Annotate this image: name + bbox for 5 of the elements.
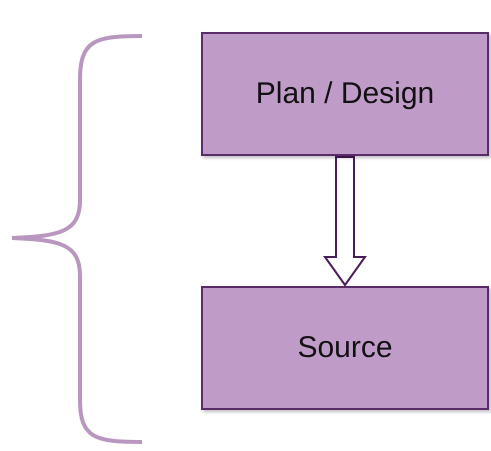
process-box [201, 286, 489, 410]
process-box [201, 32, 489, 156]
block-arrow [323, 156, 367, 287]
box-label: Source [297, 331, 393, 365]
box-label: Plan / Design [256, 77, 434, 111]
